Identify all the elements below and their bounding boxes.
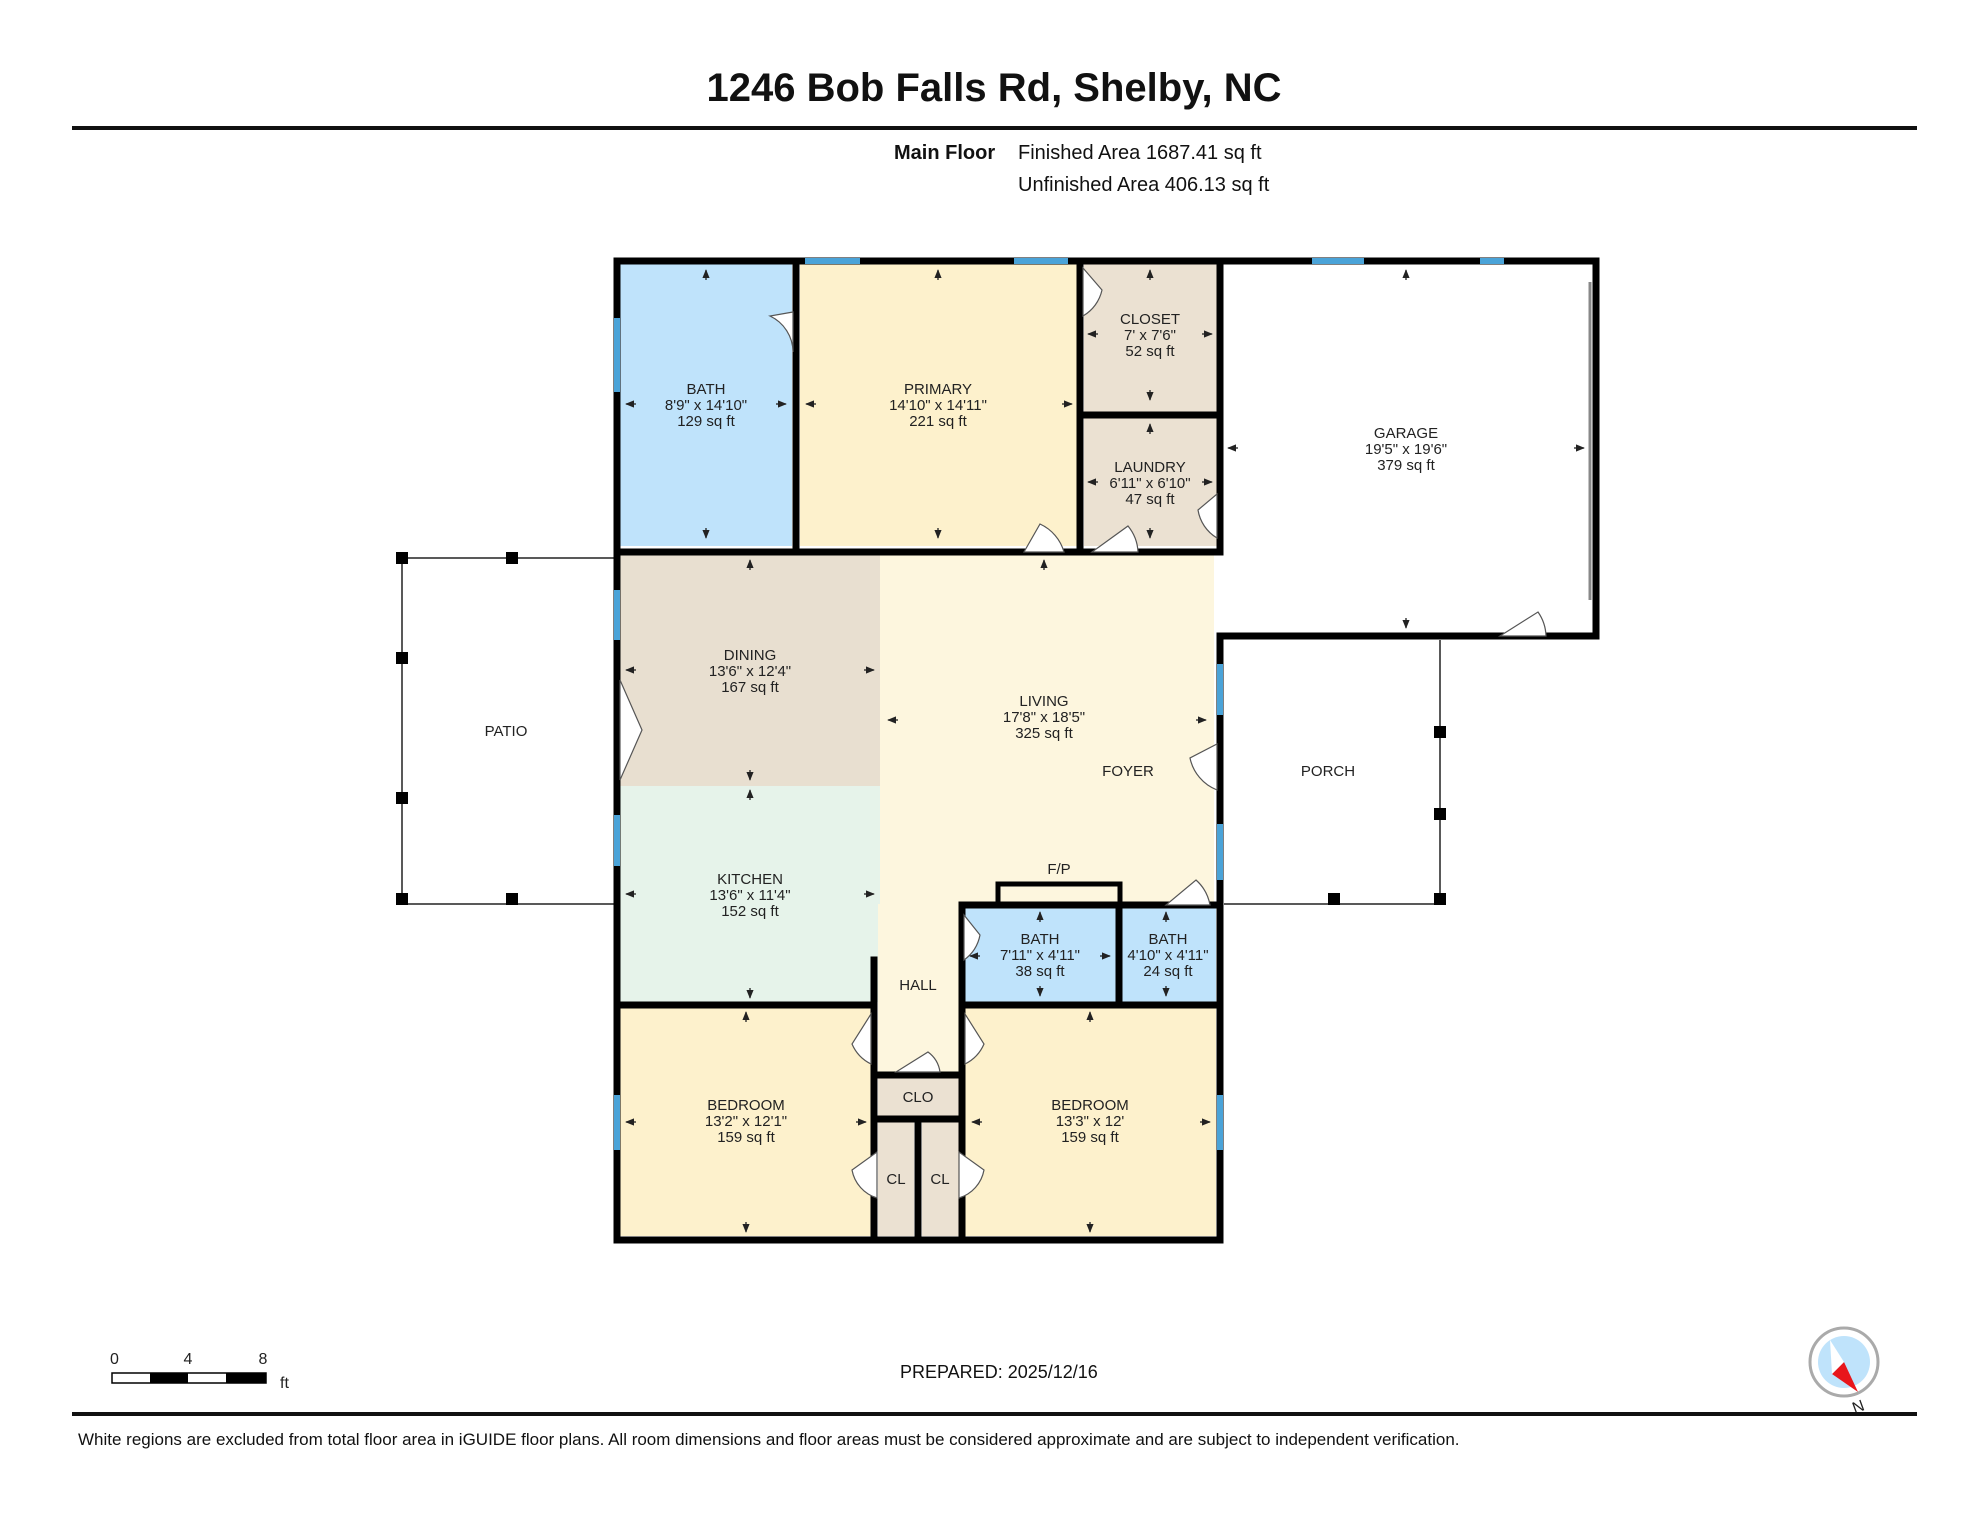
bath-hall-label: BATH [1021,931,1060,948]
room-fill-dining [620,554,880,786]
room-fill-clo [878,1078,962,1116]
living-dims: 17'8" x 18'5" [1003,709,1085,726]
kitchen-area: 152 sq ft [721,903,779,920]
finished-area: Finished Area 1687.41 sq ft [1018,142,1262,164]
prepared-date: PREPARED: 2025/12/16 [900,1362,1098,1382]
bath-small-label: BATH [1149,931,1188,948]
bedroom-left-label: BEDROOM [707,1097,785,1114]
foyer-label: FOYER [1102,763,1154,780]
laundry-dims: 6'11" x 6'10" [1109,475,1190,492]
clo-label: CLO [903,1089,934,1106]
disclaimer: White regions are excluded from total fl… [78,1430,1460,1449]
patio-label: PATIO [485,723,528,740]
bedroom-right-label: BEDROOM [1051,1097,1129,1114]
kitchen-dims: 13'6" x 11'4" [709,887,790,904]
room-fill-bath-small [1122,908,1216,1002]
room-fill-cl-left [878,1122,914,1236]
room-fill-bedroom-right [964,1008,1216,1236]
bath-primary-dims: 8'9" x 14'10" [665,397,747,414]
room-fill-kitchen [620,786,880,1002]
closet-area: 52 sq ft [1125,343,1175,360]
bedroom-right-area: 159 sq ft [1061,1129,1119,1146]
room-fill-bedroom-left [620,1008,874,1236]
bath-primary-label: BATH [687,381,726,398]
fireplace-outline [995,881,1123,905]
dimension-arrows [625,269,1585,1233]
footer-rule [72,1412,1917,1416]
fireplace-label: F/P [1047,861,1070,878]
primary-dims: 14'10" x 14'11" [889,397,987,414]
bedroom-left-area: 159 sq ft [717,1129,775,1146]
scale-bar: 0 4 8 ft [110,1351,289,1392]
door-swings [619,266,1547,1199]
bath-primary-area: 129 sq ft [677,413,735,430]
bath-small-area: 24 sq ft [1143,963,1193,980]
scale-unit: ft [280,1375,289,1392]
patio-posts [396,552,518,905]
dining-area: 167 sq ft [721,679,779,696]
scale-tick-8: 8 [259,1351,268,1368]
plan-title: 1246 Bob Falls Rd, Shelby, NC [706,66,1282,110]
dining-label: DINING [724,647,777,664]
porch-label: PORCH [1301,763,1355,780]
kitchen-label: KITCHEN [717,871,783,888]
scale-tick-4: 4 [184,1351,193,1368]
room-fill-primary [800,264,1080,546]
compass-icon: N [1808,1326,1880,1417]
header-rule [72,126,1917,130]
room-fill-bath-primary [620,264,792,546]
bath-hall-dims: 7'11" x 4'11" [1000,947,1080,964]
bedroom-left-dims: 13'2" x 12'1" [705,1113,787,1130]
room-fill-living [880,554,1214,904]
cl-left-label: CL [886,1171,905,1188]
room-fill-hall [878,904,964,1072]
unfinished-area: Unfinished Area 406.13 sq ft [1018,174,1270,196]
porch-posts [1328,726,1446,905]
room-fill-closet [1084,264,1220,412]
laundry-label: LAUNDRY [1114,459,1185,476]
cl-right-label: CL [930,1171,949,1188]
living-area: 325 sq ft [1015,725,1073,742]
hall-label: HALL [899,977,937,994]
room-fill-cl-right [922,1122,962,1236]
laundry-area: 47 sq ft [1125,491,1175,508]
bath-hall-area: 38 sq ft [1015,963,1065,980]
living-label: LIVING [1019,693,1068,710]
scale-tick-0: 0 [110,1351,119,1368]
closet-label: CLOSET [1120,311,1180,328]
garage-dims: 19'5" x 19'6" [1365,441,1447,458]
garage-label: GARAGE [1374,425,1438,442]
primary-label: PRIMARY [904,381,972,398]
floor-label: Main Floor [894,142,996,164]
garage-area: 379 sq ft [1377,457,1435,474]
room-fill-laundry [1084,418,1220,546]
bath-small-dims: 4'10" x 4'11" [1127,947,1208,964]
dining-dims: 13'6" x 12'4" [709,663,791,680]
closet-dims: 7' x 7'6" [1124,327,1176,344]
windows [614,258,1504,1150]
primary-area: 221 sq ft [909,413,967,430]
bedroom-right-dims: 13'3" x 12' [1056,1113,1125,1130]
